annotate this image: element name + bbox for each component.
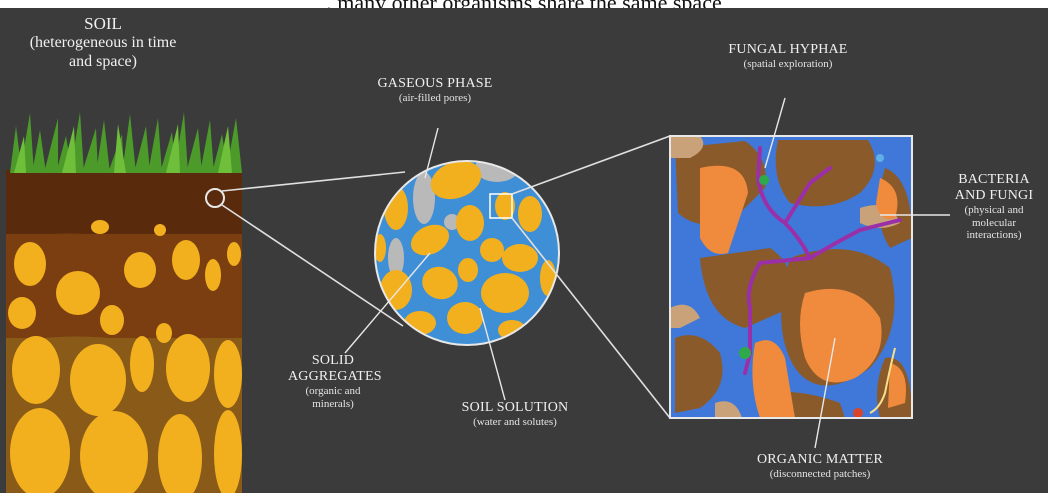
soil-column (6, 112, 242, 493)
bacteria-fungi-title: BACTERIA AND FUNGI (946, 172, 1042, 204)
soil-title: SOIL (84, 14, 122, 33)
micro-scale-box (670, 136, 912, 418)
fungal-hyphae-subtitle: (spatial exploration) (718, 58, 858, 71)
topsoil-layer (6, 170, 242, 240)
solid-aggregates-label: SOLID AGGREGATES (organic and minerals) (288, 353, 378, 410)
gaseous-phase-title: GASEOUS PHASE (370, 76, 500, 92)
soil-solution-subtitle: (water and solutes) (455, 416, 575, 429)
organic-matter-subtitle: (disconnected patches) (750, 468, 890, 481)
fungal-hyphae-label: FUNGAL HYPHAE (spatial exploration) (718, 42, 858, 71)
gaseous-phase-subtitle: (air-filled pores) (370, 92, 500, 105)
bacteria-fungi-label: BACTERIA AND FUNGI (physical and molecul… (946, 172, 1042, 242)
zoom-circle (374, 154, 559, 345)
solid-aggregates-title: SOLID AGGREGATES (288, 353, 378, 385)
grass (10, 112, 242, 173)
soil-solution-title: SOIL SOLUTION (455, 400, 575, 416)
soil-label: SOIL (heterogeneous in time and space) (18, 14, 188, 71)
soil-solution-label: SOIL SOLUTION (water and solutes) (455, 400, 575, 429)
solid-aggregates-subtitle: (organic and minerals) (288, 385, 378, 410)
organic-matter-title: ORGANIC MATTER (750, 452, 890, 468)
gaseous-phase-label: GASEOUS PHASE (air-filled pores) (370, 76, 500, 105)
soil-subtitle: (heterogeneous in time and space) (30, 34, 177, 69)
fungal-hyphae-title: FUNGAL HYPHAE (718, 42, 858, 58)
organic-matter-label: ORGANIC MATTER (disconnected patches) (750, 452, 890, 481)
diagram-panel: SOIL (heterogeneous in time and space) G… (0, 8, 1048, 493)
bacteria-fungi-subtitle: (physical and molecular interactions) (946, 204, 1042, 242)
